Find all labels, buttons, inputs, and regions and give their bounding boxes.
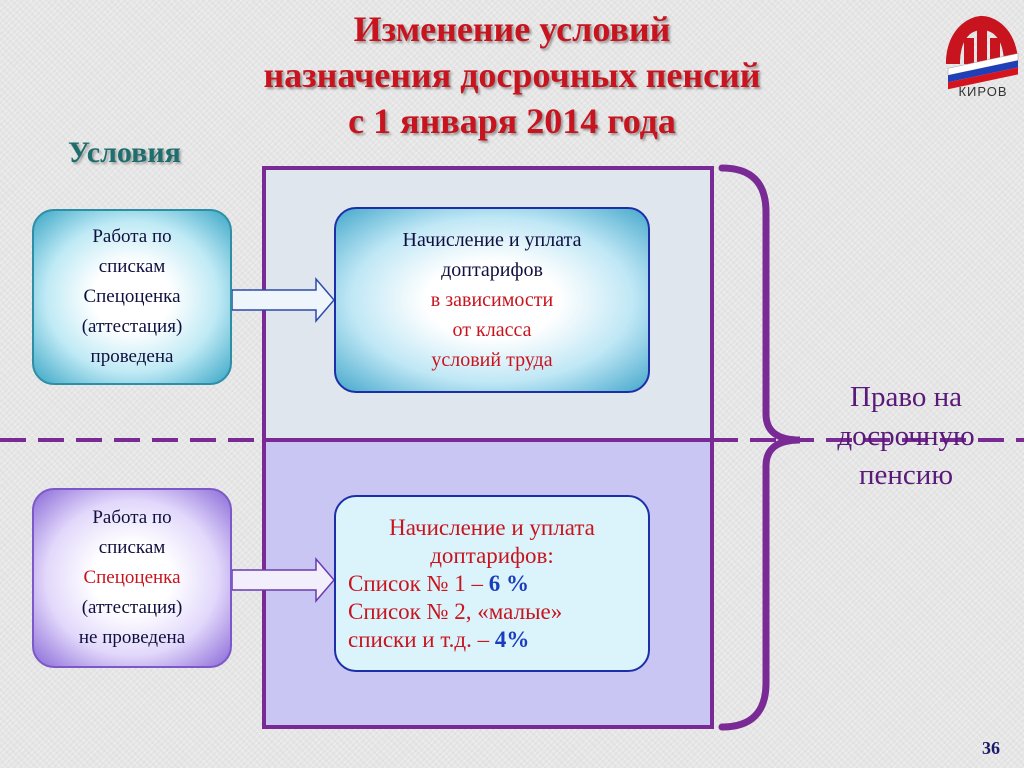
rate-row-list2: Список № 2, «малые» [348, 598, 563, 624]
result-line: пенсию [859, 459, 953, 491]
title-line-3: с 1 января 2014 года [348, 101, 676, 141]
condition-line: спискам [98, 537, 166, 558]
condition-box-attestation-not-done: Работа по спискам Спецоценка (аттестация… [32, 488, 232, 668]
condition-line: Спецоценка [83, 286, 181, 307]
condition-line: (аттестация) [81, 316, 183, 337]
title-line-1: Изменение условий [353, 9, 671, 49]
outcome-heading: доптарифов: [430, 542, 554, 568]
rate-label: списки и т.д. [348, 626, 472, 652]
outcome-line: Начисление и уплата [402, 229, 582, 251]
condition-line: (аттестация) [81, 597, 183, 618]
page-number: 36 [982, 738, 1000, 758]
result-line: досрочную [837, 420, 975, 452]
outcome-box-class-based: Начисление и уплата доптарифов в зависим… [334, 207, 650, 393]
condition-line: проведена [90, 346, 174, 367]
outcome-box-fixed-rates: Начисление и уплата доптарифов: Список №… [334, 495, 650, 672]
rate-value: 6 % [488, 570, 530, 596]
pfr-logo-icon [946, 16, 1019, 90]
condition-line: Работа по [92, 507, 172, 528]
outcome-line: в зависимости [430, 289, 554, 311]
rate-value: 4% [494, 626, 530, 652]
condition-line: спискам [98, 256, 166, 277]
result-line: Право на [850, 381, 962, 413]
rate-row-list1: Список № 1 – 6 % [348, 570, 636, 598]
outcome-line: условий труда [431, 349, 553, 371]
condition-line: Работа по [92, 226, 172, 247]
slide-title: Изменение условий назначения досрочных п… [150, 6, 874, 144]
condition-line: Спецоценка [83, 567, 181, 588]
outcome-line: от класса [452, 319, 532, 341]
curly-brace-icon [718, 164, 801, 731]
rate-dash: – [477, 626, 490, 652]
outcome-heading: Начисление и уплата [389, 514, 595, 540]
rate-label: Список № 1 – [348, 570, 484, 596]
title-line-2: назначения досрочных пенсий [263, 55, 761, 95]
rate-row-list3: списки и т.д. – 4% [348, 626, 636, 654]
logo-caption: КИРОВ [958, 84, 1008, 99]
outcome-line: доптарифов [441, 259, 543, 281]
condition-box-attestation-done: Работа по спискам Спецоценка (аттестация… [32, 209, 232, 385]
conditions-heading: Условия [68, 136, 181, 169]
result-text: Право на досрочную пенсию [808, 378, 1004, 495]
condition-line: не проведена [78, 627, 186, 648]
